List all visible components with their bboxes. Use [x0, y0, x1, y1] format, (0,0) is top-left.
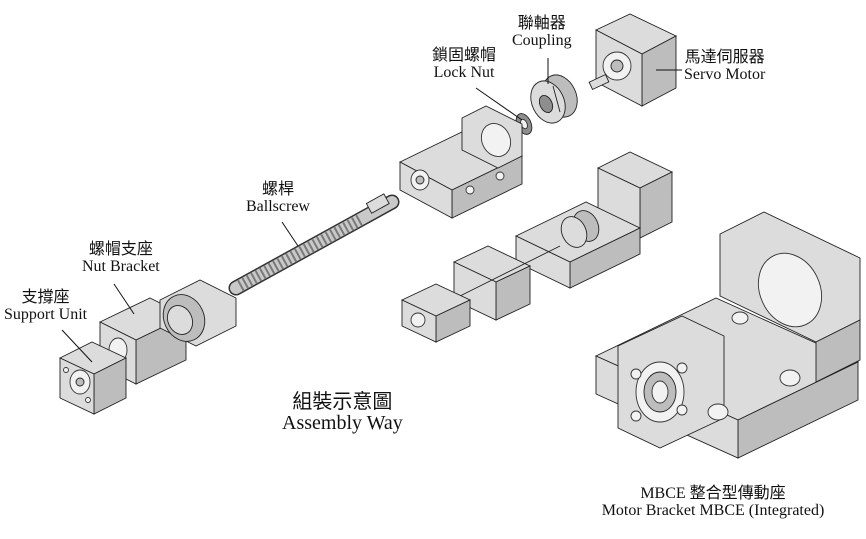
leader-lines	[61, 58, 682, 363]
ballscrew	[228, 193, 400, 296]
assembly-way-label-zh: 組裝示意圖	[292, 391, 393, 413]
coupling	[530, 74, 578, 124]
lock-nut-label: 鎖固螺帽 Lock Nut	[432, 47, 497, 82]
motor-bracket-exploded	[399, 105, 523, 219]
ballscrew-leader	[281, 221, 299, 247]
servo-motor-label-en: Servo Motor	[684, 65, 766, 83]
support-unit-label-zh: 支撐座	[21, 289, 70, 306]
nut-bracket	[98, 279, 237, 385]
lock-nut-leader	[475, 87, 523, 121]
mbce-label-en: Motor Bracket MBCE (Integrated)	[601, 501, 825, 519]
servo-motor-label: 馬達伺服器 Servo Motor	[684, 49, 766, 84]
servo-motor-label-zh: 馬達伺服器	[684, 49, 765, 66]
support-unit	[58, 341, 128, 415]
mbce-bracket	[594, 211, 861, 459]
support-unit-leader	[61, 329, 93, 363]
nut-bracket-label-zh: 螺帽支座	[88, 241, 153, 258]
support-unit-label: 支撐座 Support Unit	[4, 289, 88, 324]
nut-bracket-label: 螺帽支座 Nut Bracket	[82, 241, 160, 276]
lock-nut-label-en: Lock Nut	[433, 63, 495, 81]
assembled-unit	[400, 151, 674, 343]
coupling-label-en: Coupling	[512, 31, 572, 49]
coupling-label: 聯軸器 Coupling	[512, 15, 572, 50]
servo-motor	[588, 13, 678, 107]
nut-bracket-label-en: Nut Bracket	[82, 257, 160, 275]
coupling-label-zh: 聯軸器	[517, 15, 566, 32]
nut-bracket-leader	[113, 283, 135, 315]
support-unit-label-en: Support Unit	[4, 305, 88, 323]
ballscrew-label: 螺桿 Ballscrew	[246, 181, 310, 216]
lock-nut-label-zh: 鎖固螺帽	[432, 47, 497, 64]
assembly-way-label: 組裝示意圖 Assembly Way	[282, 392, 403, 434]
mbce-label: MBCE 整合型傳動座 Motor Bracket MBCE (Integrat…	[588, 485, 838, 520]
assembly-way-label-en: Assembly Way	[282, 412, 403, 434]
ballscrew-label-zh: 螺桿	[261, 181, 294, 198]
ballscrew-label-en: Ballscrew	[246, 197, 310, 215]
mbce-label-zh: MBCE 整合型傳動座	[640, 485, 786, 502]
